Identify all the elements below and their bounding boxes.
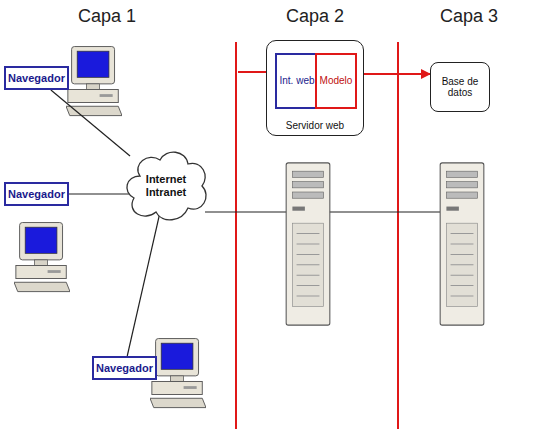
node-text: Navegador [8, 72, 65, 85]
connector [357, 73, 430, 75]
model-box: Modelo [315, 53, 357, 109]
interface-box: Int. web [275, 53, 319, 109]
connector [69, 193, 130, 194]
node-text: Navegador [8, 188, 65, 201]
node-text: Navegador [96, 362, 153, 375]
browser-box: Navegador [92, 356, 157, 380]
tier-label: Capa 1 [78, 6, 136, 27]
node-text: Internet Intranet [140, 173, 192, 198]
node-text: Int. web [279, 75, 314, 87]
tier-label: Capa 2 [286, 6, 344, 27]
browser-box: Navegador [4, 182, 69, 206]
network-cloud: Internet Intranet [122, 146, 210, 226]
database-box: Base de datos [430, 62, 490, 112]
tier-label: Capa 3 [440, 6, 498, 27]
connector [127, 216, 159, 356]
node-text: Base de datos [431, 76, 489, 99]
node-text: Servidor web [267, 120, 363, 132]
connector [51, 90, 130, 156]
node-text: Modelo [320, 75, 353, 87]
browser-box: Navegador [4, 66, 69, 90]
server-box: Servidor web Int. web Modelo [266, 40, 364, 136]
